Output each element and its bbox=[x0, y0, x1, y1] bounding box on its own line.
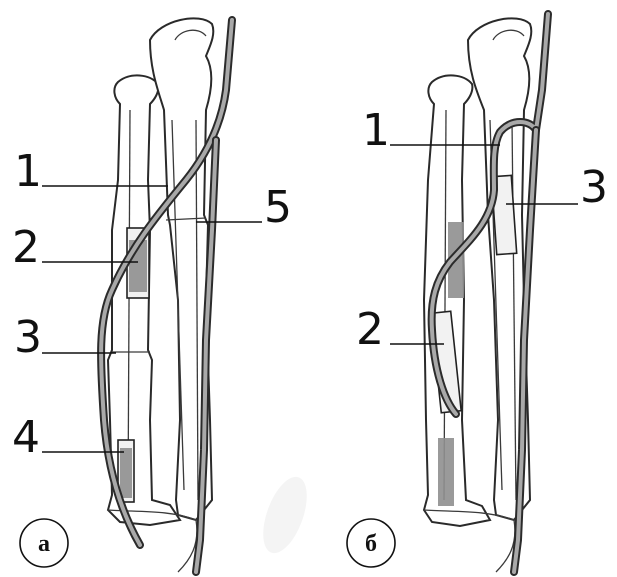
panel-a-label-2: 2 bbox=[12, 222, 40, 273]
panel-b-label-1: 1 bbox=[362, 105, 390, 156]
panel-b-label-2: 2 bbox=[356, 304, 384, 355]
panel-b-label-3: 3 bbox=[580, 162, 608, 213]
panel-a-label-4: 4 bbox=[12, 412, 40, 463]
panel-a-label-5: 5 bbox=[264, 182, 292, 233]
panel-a-letter: а bbox=[38, 531, 50, 557]
panel-a-graft-4-shading bbox=[120, 448, 132, 498]
panel-a: 1 2 3 4 5 а bbox=[12, 18, 292, 572]
panel-b-defect-lower bbox=[438, 438, 454, 506]
panel-b-letter: б bbox=[365, 531, 377, 557]
panel-a-label-1: 1 bbox=[14, 146, 42, 197]
panel-b: 1 2 3 б bbox=[347, 14, 608, 572]
background-smudge bbox=[254, 471, 315, 558]
panel-a-label-3: 3 bbox=[14, 312, 42, 363]
